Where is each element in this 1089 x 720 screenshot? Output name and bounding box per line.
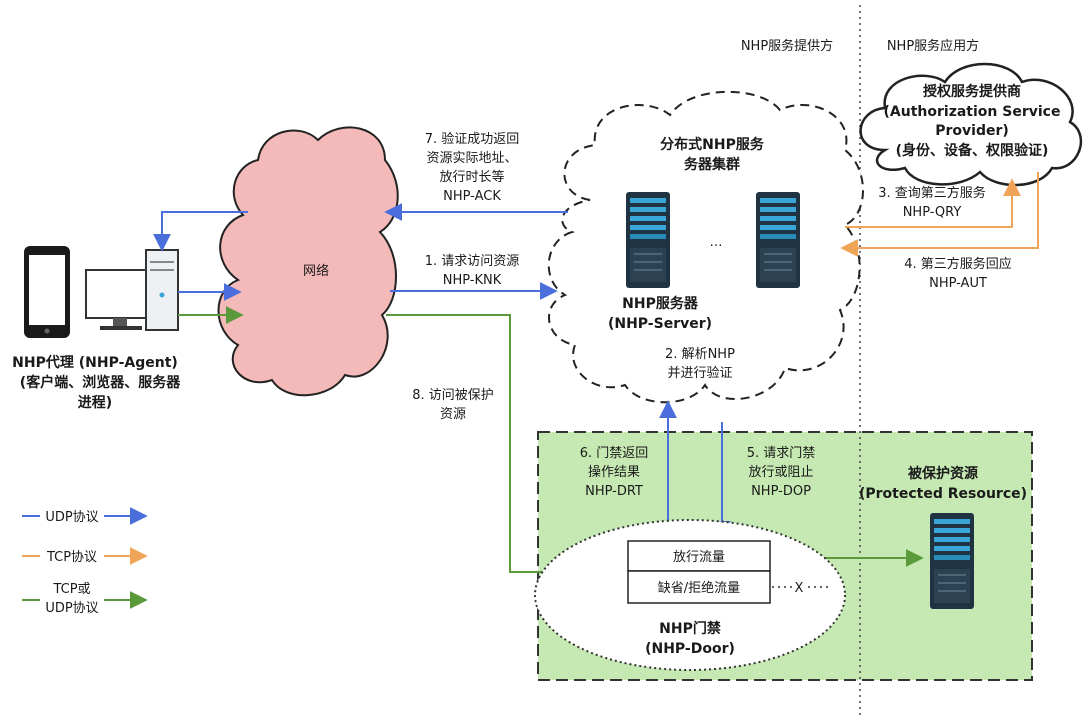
desktop-computer-icon bbox=[85, 249, 179, 331]
door-name: NHP门禁 bbox=[659, 620, 721, 637]
legend-both-label-1: TCP或 bbox=[52, 582, 90, 597]
step3-line1: 3. 查询第三方服务 bbox=[878, 185, 986, 201]
step6-line1: 6. 门禁返回 bbox=[580, 446, 649, 461]
nhp-server-icon-2 bbox=[755, 191, 801, 289]
step2-line1: 2. 解析NHP bbox=[665, 347, 735, 362]
arrow-network-to-agent bbox=[153, 211, 248, 252]
deny-x-mark: X bbox=[795, 581, 804, 596]
x-mark-bg bbox=[792, 578, 806, 596]
step4-line2: NHP-AUT bbox=[929, 276, 987, 291]
arrow-qry bbox=[845, 178, 1021, 228]
step5-line1: 5. 请求门禁 bbox=[747, 446, 816, 461]
arrow-aut bbox=[840, 172, 1039, 257]
auth-provider-en1: (Authorization Service bbox=[884, 104, 1061, 120]
door-name-sub: (NHP-Door) bbox=[645, 641, 735, 657]
step6-line3: NHP-DRT bbox=[585, 484, 643, 499]
step2-line2: 并进行验证 bbox=[667, 365, 732, 381]
agent-desc-1: (客户端、浏览器、服务器 bbox=[20, 374, 181, 391]
legend-both-label-2: UDP协议 bbox=[45, 601, 98, 616]
step8-line1: 8. 访问被保护 bbox=[412, 388, 494, 403]
server-ellipsis: … bbox=[710, 235, 723, 250]
step1-line1: 1. 请求访问资源 bbox=[425, 254, 520, 269]
step1-line2: NHP-KNK bbox=[443, 273, 502, 288]
auth-provider-cloud bbox=[859, 62, 1082, 187]
step4-line1: 4. 第三方服务回应 bbox=[904, 256, 1012, 272]
auth-provider-title: 授权服务提供商 bbox=[923, 83, 1021, 100]
server-name: NHP服务器 bbox=[622, 295, 699, 312]
auth-provider-en2: Provider) bbox=[935, 123, 1009, 139]
service-user-label: NHP服务应用方 bbox=[887, 38, 979, 54]
step3-line2: NHP-QRY bbox=[903, 205, 962, 220]
protected-title: 被保护资源 bbox=[908, 465, 978, 482]
protected-server-icon bbox=[929, 512, 975, 610]
legend-tcp-label: TCP协议 bbox=[46, 550, 97, 565]
cluster-title-1: 分布式NHP服务 bbox=[660, 136, 765, 153]
step7-line2: 资源实际地址、 bbox=[426, 151, 517, 166]
network-cloud bbox=[217, 126, 399, 397]
step7-line4: NHP-ACK bbox=[443, 189, 501, 204]
allow-traffic-label: 放行流量 bbox=[673, 550, 725, 565]
mobile-phone-icon bbox=[24, 246, 70, 338]
nhp-server-icon-1 bbox=[625, 191, 671, 289]
cluster-title-2: 务器集群 bbox=[684, 156, 740, 173]
step7-line1: 7. 验证成功返回 bbox=[425, 131, 520, 147]
auth-provider-desc: (身份、设备、权限验证) bbox=[896, 142, 1049, 159]
service-provider-label: NHP服务提供方 bbox=[741, 38, 833, 54]
server-name-sub: (NHP-Server) bbox=[608, 316, 712, 332]
legend-udp-label: UDP协议 bbox=[45, 510, 98, 525]
step5-line2: 放行或阻止 bbox=[748, 465, 813, 480]
step6-line2: 操作结果 bbox=[588, 464, 640, 480]
deny-traffic-label: 缺省/拒绝流量 bbox=[658, 580, 740, 596]
legend: UDP协议 TCP协议 TCP或 UDP协议 bbox=[22, 507, 148, 616]
allow-traffic-box bbox=[627, 540, 771, 572]
agent-title: NHP代理 (NHP-Agent) bbox=[12, 354, 178, 371]
deny-traffic-box bbox=[627, 570, 771, 604]
server-cluster-cloud bbox=[547, 90, 864, 404]
step7-line3: 放行时长等 bbox=[439, 169, 504, 185]
network-label: 网络 bbox=[303, 263, 329, 279]
protected-title-en: (Protected Resource) bbox=[859, 486, 1027, 502]
step5-line3: NHP-DOP bbox=[751, 484, 811, 499]
agent-desc-2: 进程) bbox=[78, 395, 112, 411]
step8-line2: 资源 bbox=[440, 407, 466, 422]
